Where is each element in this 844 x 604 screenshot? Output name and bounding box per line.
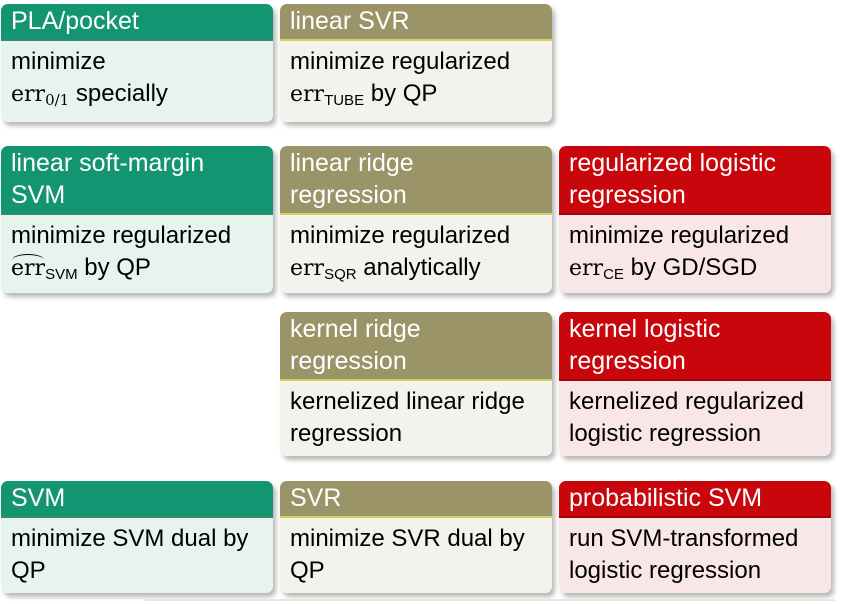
linear-ridge-regression-box: linear ridge regression minimize regular… bbox=[280, 146, 552, 293]
err-subscript: CE bbox=[603, 266, 624, 283]
body-line: minimize regularized bbox=[290, 48, 511, 75]
body-line: logistic regression bbox=[569, 557, 762, 584]
title-line: regularized logistic bbox=[569, 149, 777, 177]
box-title: kernel logistic regression bbox=[559, 312, 831, 381]
title-line: regression bbox=[290, 181, 407, 209]
box-body: minimize err0/1 specially bbox=[1, 41, 273, 122]
box-title: PLA/pocket bbox=[1, 4, 273, 41]
body-suffix: by GD/SGD bbox=[623, 254, 758, 281]
box-title: linear soft-margin SVM bbox=[1, 146, 273, 215]
body-suffix: by QP bbox=[364, 80, 438, 107]
title-line: kernel ridge bbox=[290, 315, 421, 343]
box-title: linear ridge regression bbox=[280, 146, 552, 215]
body-line: minimize regularized bbox=[290, 222, 511, 249]
body-line: errSVM by QP bbox=[11, 252, 263, 287]
svm-box: SVM minimize SVM dual by QP bbox=[1, 481, 273, 593]
body-line: QP bbox=[11, 557, 46, 584]
title-line: linear ridge bbox=[290, 149, 414, 177]
err-symbol: err bbox=[11, 82, 46, 107]
body-line: errCE by GD/SGD bbox=[569, 252, 821, 287]
box-body: run SVM-transformed logistic regression bbox=[559, 518, 831, 593]
title-line: linear soft-margin bbox=[11, 149, 205, 177]
box-body: minimize regularized errSVM by QP bbox=[1, 215, 273, 293]
box-title: regularized logistic regression bbox=[559, 146, 831, 215]
box-body: minimize SVM dual by QP bbox=[1, 518, 273, 593]
linear-soft-margin-svm-box: linear soft-margin SVM minimize regulari… bbox=[1, 146, 273, 293]
pla-pocket-box: PLA/pocket minimize err0/1 specially bbox=[1, 4, 273, 122]
box-body: kernelized regularized logistic regressi… bbox=[559, 381, 831, 456]
footer-divider bbox=[145, 599, 835, 601]
body-suffix: specially bbox=[69, 80, 168, 107]
linear-svr-box: linear SVR minimize regularized errTUBE … bbox=[280, 4, 552, 122]
body-line: kernelized regularized bbox=[569, 388, 804, 415]
body-suffix: analytically bbox=[356, 254, 481, 281]
title-line: SVM bbox=[11, 181, 66, 209]
title-line: regression bbox=[290, 347, 407, 375]
body-line: minimize regularized bbox=[11, 222, 232, 249]
body-line: err0/1 specially bbox=[11, 78, 263, 112]
box-body: minimize regularized errTUBE by QP bbox=[280, 41, 552, 122]
box-body: minimize regularized errSQR analytically bbox=[280, 215, 552, 293]
box-title: SVM bbox=[1, 481, 273, 518]
body-line: regression bbox=[290, 420, 403, 447]
body-suffix: by QP bbox=[77, 254, 151, 281]
body-line: kernelized linear ridge bbox=[290, 388, 525, 415]
probabilistic-svm-box: probabilistic SVM run SVM-transformed lo… bbox=[559, 481, 831, 593]
body-line: errSQR analytically bbox=[290, 252, 542, 287]
body-line: QP bbox=[290, 557, 325, 584]
body-line: minimize bbox=[11, 48, 106, 75]
box-title: linear SVR bbox=[280, 4, 552, 41]
err-subscript: TUBE bbox=[324, 92, 365, 109]
regularized-logistic-regression-box: regularized logistic regression minimize… bbox=[559, 146, 831, 293]
err-symbol: err bbox=[569, 256, 604, 281]
err-symbol: err bbox=[290, 82, 325, 107]
err-subscript: 0/1 bbox=[45, 91, 70, 109]
body-line: minimize regularized bbox=[569, 222, 790, 249]
title-line: kernel logistic bbox=[569, 315, 721, 343]
body-line: logistic regression bbox=[569, 420, 762, 447]
box-title: probabilistic SVM bbox=[559, 481, 831, 518]
title-line: regression bbox=[569, 181, 686, 209]
box-body: minimize SVR dual by QP bbox=[280, 518, 552, 593]
box-body: minimize regularized errCE by GD/SGD bbox=[559, 215, 831, 293]
err-subscript: SQR bbox=[324, 266, 357, 283]
title-line: regression bbox=[569, 347, 686, 375]
err-hat-symbol: err bbox=[11, 253, 45, 285]
err-subscript: SVM bbox=[45, 266, 78, 283]
kernel-ridge-regression-box: kernel ridge regression kernelized linea… bbox=[280, 312, 552, 456]
body-line: errTUBE by QP bbox=[290, 78, 542, 113]
body-line: minimize SVR dual by bbox=[290, 525, 525, 552]
box-title: kernel ridge regression bbox=[280, 312, 552, 381]
body-line: minimize SVM dual by bbox=[11, 525, 249, 552]
kernel-logistic-regression-box: kernel logistic regression kernelized re… bbox=[559, 312, 831, 456]
box-body: kernelized linear ridge regression bbox=[280, 381, 552, 456]
body-line: run SVM-transformed bbox=[569, 525, 799, 552]
svr-box: SVR minimize SVR dual by QP bbox=[280, 481, 552, 593]
box-title: SVR bbox=[280, 481, 552, 518]
err-symbol: err bbox=[290, 256, 325, 281]
